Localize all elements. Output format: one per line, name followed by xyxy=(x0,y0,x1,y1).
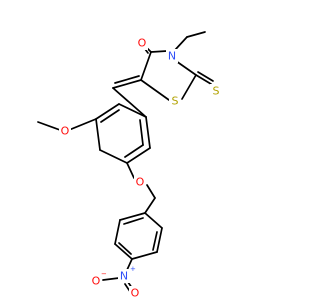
bond xyxy=(144,197,156,214)
bond xyxy=(123,217,144,225)
bond xyxy=(112,87,147,118)
bond xyxy=(156,227,163,253)
bond xyxy=(150,50,168,53)
bond xyxy=(175,60,197,76)
atom-s-ring: S xyxy=(169,94,181,108)
bond xyxy=(100,109,120,123)
bond xyxy=(181,74,197,100)
bond xyxy=(186,31,206,38)
bond xyxy=(99,149,128,164)
atom-label: O xyxy=(131,287,140,300)
bond xyxy=(131,251,158,260)
bond xyxy=(140,79,170,101)
bond xyxy=(119,212,146,221)
atom-label: S xyxy=(172,95,179,108)
bond xyxy=(124,144,144,158)
atom-label: O xyxy=(61,125,70,138)
atom-n-nitro: N + xyxy=(118,265,136,283)
atom-s-thione: S xyxy=(210,84,222,98)
bond xyxy=(118,103,147,118)
atom-o-ether: O xyxy=(134,175,146,189)
bond xyxy=(126,147,151,164)
atom-label: O xyxy=(138,37,147,50)
bond xyxy=(197,71,214,82)
bonds xyxy=(37,31,214,294)
atom-label: O xyxy=(92,275,101,288)
atom-labels: O N S S O O N + O − xyxy=(59,36,222,300)
bond xyxy=(102,277,120,281)
bond xyxy=(152,231,158,251)
charge-minus: − xyxy=(101,270,107,278)
bond xyxy=(195,74,212,85)
atom-label: S xyxy=(213,85,220,98)
atom-label: N xyxy=(168,50,176,63)
bond xyxy=(112,79,142,89)
atom-label: O xyxy=(136,176,145,189)
atom-o-carbonyl: O xyxy=(136,36,148,50)
molecule-diagram: O N S S O O N + O − xyxy=(37,31,222,300)
bond xyxy=(114,219,121,245)
bond xyxy=(144,212,163,229)
bond xyxy=(126,162,135,179)
bond xyxy=(95,103,120,120)
bond xyxy=(174,36,188,51)
bond xyxy=(126,258,133,271)
bond xyxy=(140,51,152,81)
atom-o-methoxy: O xyxy=(59,124,71,138)
bond xyxy=(68,118,97,131)
charge-plus: + xyxy=(130,265,136,273)
bond xyxy=(139,119,144,146)
atom-o-nitro-left: O − xyxy=(90,270,107,288)
atom-n-ring: N xyxy=(166,49,178,63)
atom-label: N xyxy=(120,270,128,283)
bond xyxy=(114,75,140,84)
bond xyxy=(146,184,156,199)
bond xyxy=(145,116,151,149)
bond xyxy=(37,121,61,131)
atom-o-nitro-right: O xyxy=(129,286,141,300)
bond xyxy=(118,242,132,255)
bond xyxy=(95,118,101,151)
bond xyxy=(114,243,133,260)
